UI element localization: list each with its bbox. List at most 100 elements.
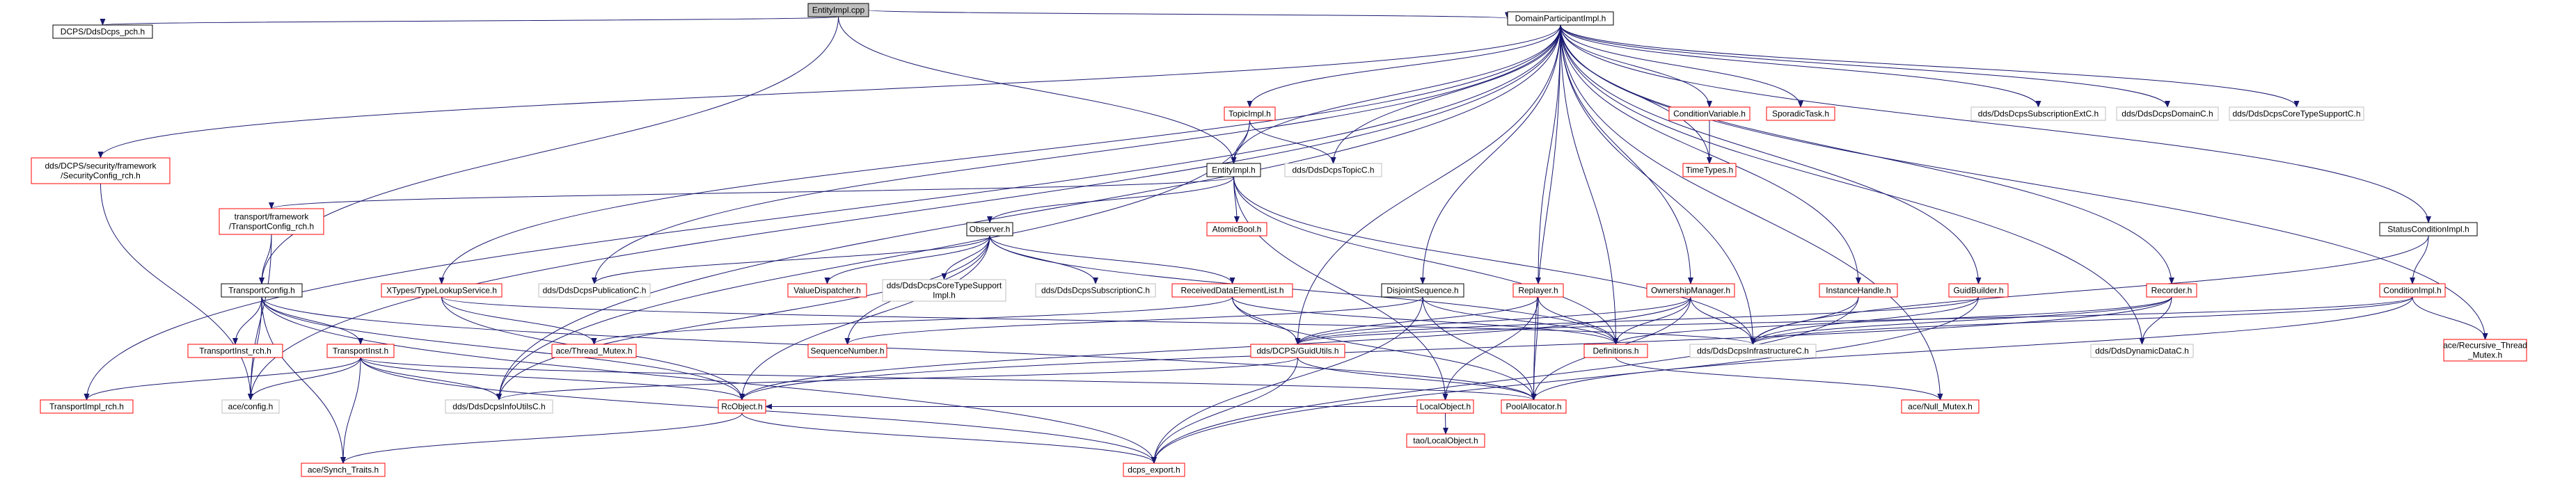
include-edge-transportinst_h-to-poolallocator_h — [360, 357, 1536, 401]
node-recorder_h[interactable]: Recorder.h — [2146, 283, 2197, 298]
node-label-recursive_thread_mutex_h-line-0: ace/Recursive_Thread — [2443, 341, 2527, 351]
node-transportconfig_h[interactable]: TransportConfig.h — [221, 283, 303, 298]
node-securityconfig_rch[interactable]: dds/DCPS/security/framework/SecurityConf… — [31, 157, 171, 184]
node-label-tao_localobject_h: tao/LocalObject.h — [1413, 436, 1478, 446]
node-box-null_mutex_h — [1901, 399, 1980, 414]
include-edge-domainparticipantimpl_h-to-topicc_h — [1330, 24, 1561, 164]
node-box-conditionvariable_h — [1668, 106, 1751, 121]
node-label-domainparticipantimpl_h: DomainParticipantImpl.h — [1515, 14, 1606, 24]
node-timetypes_h[interactable]: TimeTypes.h — [1682, 163, 1737, 177]
node-label-statusconditionimpl_h: StatusConditionImpl.h — [2387, 225, 2469, 234]
node-poolallocator_h[interactable]: PoolAllocator.h — [1501, 399, 1567, 414]
node-tao_localobject_h[interactable]: tao/LocalObject.h — [1406, 433, 1485, 448]
node-guidbuilder_h[interactable]: GuidBuilder.h — [1948, 283, 2009, 298]
include-edge-domainparticipantimpl_h-to-statusconditionimpl_h — [1560, 24, 2431, 223]
node-coretypesupportc_h: dds/DdsDcpsCoreTypeSupportC.h — [2229, 106, 2364, 121]
include-edge-guidbuilder_h-to-dcps_export_h — [1151, 296, 1979, 464]
node-typelookupservice_h[interactable]: XTypes/TypeLookupService.h — [381, 283, 503, 298]
node-infoutilsc_h: dds/DdsDcpsInfoUtilsC.h — [445, 399, 553, 414]
node-definitions_h[interactable]: Definitions.h — [1583, 344, 1648, 358]
node-domainparticipantimpl_h[interactable]: DomainParticipantImpl.h — [1507, 11, 1614, 26]
node-dcps_pch[interactable]: DCPS/DdsDcps_pch.h — [52, 24, 153, 39]
node-sequencenumber_h[interactable]: SequenceNumber.h — [807, 344, 887, 358]
include-edge-guidbuilder_h-to-guidutils_h — [1295, 296, 1979, 345]
node-label-coretypesupportc_h: dds/DdsDcpsCoreTypeSupportC.h — [2232, 109, 2360, 119]
node-label-transportconfig_rch-line-1: /TransportConfig_rch.h — [229, 222, 314, 232]
node-label-atomicbool_h: AtomicBool.h — [1212, 225, 1262, 234]
node-label-replayer_h: Replayer.h — [1518, 286, 1558, 296]
node-box-transportimpl_rch — [40, 399, 134, 414]
node-transportinst_h[interactable]: TransportInst.h — [326, 344, 395, 358]
node-transportinst_rch[interactable]: TransportInst_rch.h — [187, 344, 283, 358]
node-label-coretypesupportimpl_h-line-1: Impl.h — [933, 291, 956, 300]
node-ace_config_h: ace/config.h — [221, 399, 280, 414]
node-box-receiveddataelementlist_h — [1171, 283, 1293, 298]
node-box-transportconfig_rch — [219, 208, 324, 235]
node-dcps_export_h[interactable]: dcps_export.h — [1123, 463, 1185, 477]
node-infrastructurec_h: dds/DdsDcpsInfrastructureC.h — [1689, 344, 1817, 358]
node-box-infoutilsc_h — [445, 399, 553, 414]
include-edge-domainparticipantimpl_h-to-guidutils_h — [1295, 24, 1561, 345]
node-observer_h[interactable]: Observer.h — [966, 222, 1013, 236]
node-sporadictask_h[interactable]: SporadicTask.h — [1766, 106, 1835, 121]
node-ownershipmanager_h[interactable]: OwnershipManager.h — [1646, 283, 1735, 298]
node-instancehandle_h[interactable]: InstanceHandle.h — [1819, 283, 1898, 298]
node-label-receiveddataelementlist_h: ReceivedDataElementList.h — [1180, 286, 1283, 296]
node-transportconfig_rch[interactable]: transport/framework/TransportConfig_rch.… — [219, 208, 324, 235]
node-replayer_h[interactable]: Replayer.h — [1512, 283, 1564, 298]
node-box-conditionimpl_h — [2379, 283, 2446, 298]
include-edge-domainparticipantimpl_h-to-securityconfig_rch — [97, 24, 1561, 159]
node-domainc_h: dds/DdsDcpsDomainC.h — [2116, 106, 2219, 121]
node-localobject_h[interactable]: LocalObject.h — [1416, 399, 1474, 414]
node-disjointsequence_h[interactable]: DisjointSequence.h — [1381, 283, 1464, 298]
node-rcobject_h[interactable]: RcObject.h — [718, 399, 766, 414]
node-conditionvariable_h[interactable]: ConditionVariable.h — [1668, 106, 1751, 121]
include-edge-domainparticipantimpl_h-to-coretypesupportc_h — [1560, 24, 2300, 108]
node-null_mutex_h[interactable]: ace/Null_Mutex.h — [1901, 399, 1980, 414]
node-recursive_thread_mutex_h[interactable]: ace/Recursive_Thread_Mutex.h — [2443, 339, 2527, 362]
node-box-valuedispatcher_h — [787, 283, 867, 298]
node-label-conditionimpl_h: ConditionImpl.h — [2383, 286, 2441, 296]
node-topicimpl_h[interactable]: TopicImpl.h — [1224, 106, 1276, 121]
include-edge-observer_h-to-receiveddataelementlist_h — [989, 235, 1235, 284]
include-edge-domainparticipantimpl_h-to-recursive_thread_mutex_h — [1560, 24, 2488, 340]
node-label-entityimpl_cpp: EntityImpl.cpp — [812, 6, 865, 15]
node-box-ownershipmanager_h — [1646, 283, 1735, 298]
node-transportimpl_rch[interactable]: TransportImpl_rch.h — [40, 399, 134, 414]
node-synch_traits_h[interactable]: ace/Synch_Traits.h — [301, 463, 386, 477]
node-box-guidbuilder_h — [1948, 283, 2009, 298]
include-edge-domainparticipantimpl_h-to-subscriptionextc_h — [1560, 24, 2041, 108]
include-edge-entityimpl_h-to-infrastructurec_h — [1233, 176, 1756, 345]
node-publicationc_h: dds/DdsDcpsPublicationC.h — [538, 283, 651, 298]
node-conditionimpl_h[interactable]: ConditionImpl.h — [2379, 283, 2446, 298]
node-guidutils_h[interactable]: dds/DCPS/GuidUtils.h — [1250, 344, 1345, 358]
node-receiveddataelementlist_h[interactable]: ReceivedDataElementList.h — [1171, 283, 1293, 298]
node-box-instancehandle_h — [1819, 283, 1898, 298]
include-edge-conditionimpl_h-to-guidutils_h — [1295, 296, 2413, 345]
node-label-subscriptionc_h: dds/DdsDcpsSubscriptionC.h — [1041, 286, 1150, 296]
include-edge-domainparticipantimpl_h-to-ace_config_h — [248, 24, 1561, 401]
include-edge-entityimpl_cpp-to-dcps_pch — [101, 16, 839, 26]
node-thread_mutex_h[interactable]: ace/Thread_Mutex.h — [551, 344, 637, 358]
node-atomicbool_h[interactable]: AtomicBool.h — [1206, 222, 1267, 236]
node-label-transportinst_rch: TransportInst_rch.h — [199, 346, 271, 356]
node-entityimpl_cpp[interactable]: EntityImpl.cpp — [807, 3, 869, 17]
node-box-recorder_h — [2146, 283, 2197, 298]
node-statusconditionimpl_h[interactable]: StatusConditionImpl.h — [2379, 222, 2478, 236]
include-edge-domainparticipantimpl_h-to-replayer_h — [1535, 24, 1561, 284]
node-entityimpl_h[interactable]: EntityImpl.h — [1206, 163, 1261, 177]
node-label-publicationc_h: dds/DdsDcpsPublicationC.h — [543, 286, 647, 296]
node-valuedispatcher_h[interactable]: ValueDispatcher.h — [787, 283, 867, 298]
node-box-thread_mutex_h — [551, 344, 637, 358]
node-label-rcobject_h: RcObject.h — [721, 402, 762, 412]
include-edge-securityconfig_rch-to-ace_config_h — [100, 183, 253, 401]
node-label-dynamicdatac_h: dds/DdsDynamicDataC.h — [2095, 346, 2189, 356]
include-edge-domainparticipantimpl_h-to-sporadictask_h — [1560, 24, 1803, 108]
node-label-null_mutex_h: ace/Null_Mutex.h — [1908, 402, 1973, 412]
node-label-conditionvariable_h: ConditionVariable.h — [1673, 109, 1746, 119]
include-edge-instancehandle_h-to-infrastructurec_h — [1750, 296, 1859, 345]
node-subscriptionextc_h: dds/DdsDcpsSubscriptionExtC.h — [1970, 106, 2106, 121]
include-edge-entityimpl_cpp-to-transportconfig_h — [259, 16, 839, 284]
